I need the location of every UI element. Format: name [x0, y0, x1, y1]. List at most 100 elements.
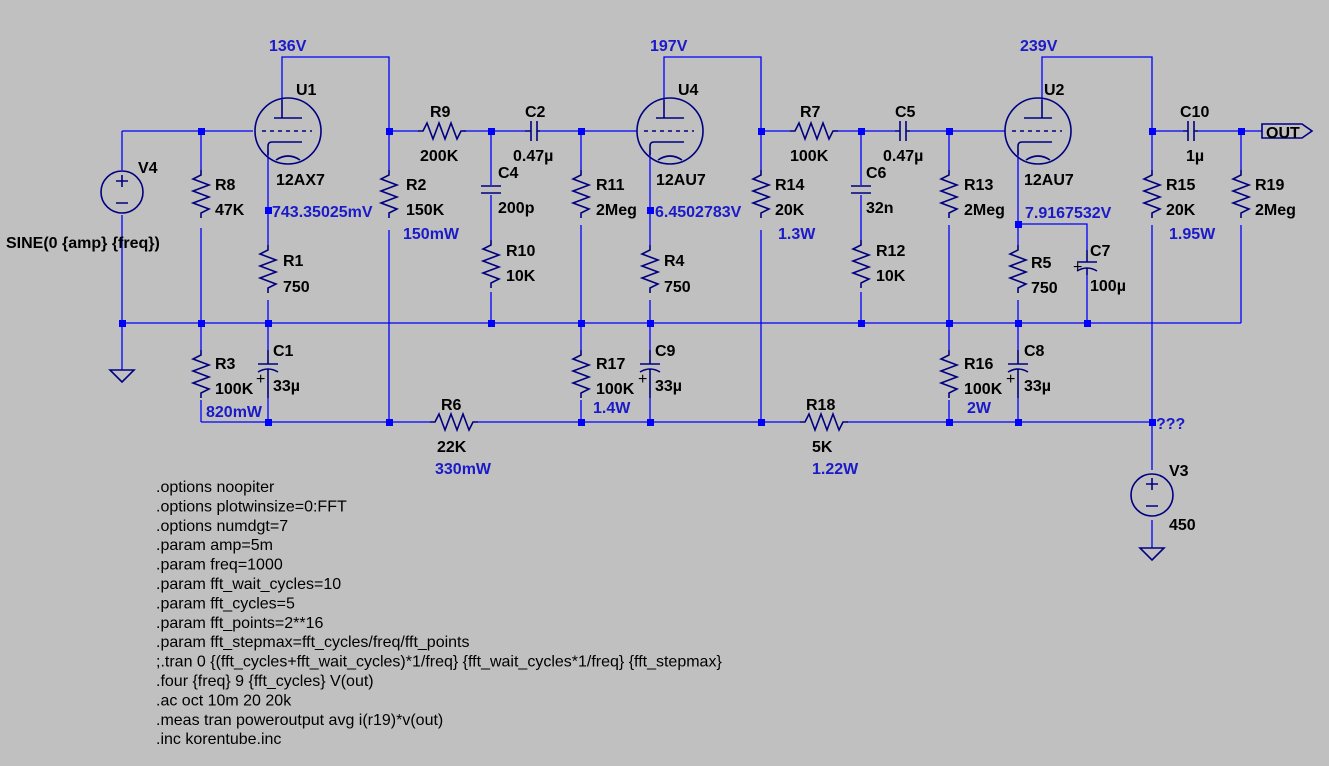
capacitor-c9[interactable]: + C9 33µ — [638, 343, 682, 398]
resistor-r3-ref: R3 — [215, 356, 236, 373]
tube-u1-ref: U1 — [296, 82, 317, 99]
net-label-out[interactable]: OUT — [1261, 123, 1314, 142]
tube-u2-ref: U2 — [1044, 82, 1065, 99]
resistor-r2-value: 150K — [406, 202, 445, 219]
resistor-r12[interactable]: R12 10K — [850, 240, 906, 288]
capacitor-c4-value: 200p — [498, 200, 535, 217]
tube-u1[interactable]: U1 12AX7 — [254, 82, 325, 189]
svg-text:+: + — [1073, 259, 1082, 276]
resistor-r9-ref: R9 — [430, 104, 451, 121]
resistor-r19-ref: R19 — [1255, 177, 1284, 194]
resistor-r14[interactable]: R14 20K — [750, 170, 805, 219]
voltage-source-v3[interactable]: V3 450 — [1130, 463, 1196, 534]
svg-text:+: + — [256, 371, 265, 388]
resistor-r12-ref: R12 — [876, 243, 905, 260]
voltage-source-v3-value: 450 — [1169, 517, 1196, 534]
resistor-r18[interactable]: R18 5K — [800, 397, 848, 456]
spice-directive-line: .options noopiter — [156, 479, 275, 496]
resistor-r14-value: 20K — [775, 202, 805, 219]
resistor-r13[interactable]: R13 2Meg — [938, 170, 1005, 219]
ground-symbol-supply — [1138, 547, 1166, 562]
capacitor-c5-ref: C5 — [895, 104, 916, 121]
resistor-r16[interactable]: R16 100K — [938, 350, 1003, 398]
capacitor-c7[interactable]: + C7 100µ — [1073, 243, 1126, 295]
tube-u4-model: 12AU7 — [656, 172, 706, 189]
resistor-r1[interactable]: R1 750 — [257, 245, 310, 296]
resistor-r5[interactable]: R5 750 — [1007, 245, 1058, 297]
resistor-r11-value: 2Meg — [596, 202, 637, 219]
capacitor-c10-value: 1µ — [1186, 148, 1204, 165]
resistor-r13-ref: R13 — [964, 177, 993, 194]
capacitor-c10-ref: C10 — [1180, 104, 1209, 121]
capacitor-c7-ref: C7 — [1090, 243, 1111, 260]
capacitor-c8[interactable]: + C8 33µ — [1006, 343, 1051, 398]
resistor-r2[interactable]: R2 150K — [378, 170, 445, 219]
capacitor-c1[interactable]: + C1 33µ — [256, 343, 300, 398]
annotation-r16-power: 2W — [967, 400, 992, 417]
capacitor-c6-ref: C6 — [866, 165, 887, 182]
resistor-r8-ref: R8 — [215, 177, 236, 194]
resistor-r17[interactable]: R17 100K — [570, 350, 635, 398]
resistor-r3-value: 100K — [215, 381, 254, 398]
tube-u4[interactable]: U4 12AU7 — [636, 82, 706, 189]
capacitor-c7-value: 100µ — [1090, 278, 1126, 295]
voltage-source-v3-ref: V3 — [1169, 463, 1189, 480]
capacitor-c4[interactable]: C4 200p — [481, 165, 535, 217]
annotation-r2-power: 150mW — [403, 226, 460, 243]
annotation-u2-plate: 239V — [1020, 38, 1058, 55]
spice-directives[interactable]: .options noopiter.options plotwinsize=0:… — [156, 479, 722, 748]
capacitor-c5[interactable]: C5 0.47µ — [883, 104, 923, 165]
resistor-r11[interactable]: R11 2Meg — [570, 170, 637, 219]
resistor-r12-value: 10K — [876, 268, 906, 285]
resistor-r7-value: 100K — [790, 148, 829, 165]
resistor-r9[interactable]: R9 200K — [418, 104, 466, 165]
annotation-u2-cathode: 7.9167532V — [1025, 205, 1112, 222]
annotation-supply-node: ??? — [1156, 416, 1185, 433]
resistor-r3[interactable]: R3 100K — [190, 350, 254, 398]
spice-directive-line: .param freq=1000 — [156, 557, 283, 574]
net-label-out-text: OUT — [1266, 125, 1300, 142]
voltage-source-v4[interactable]: V4 SINE(0 {amp} {freq}) — [6, 160, 160, 252]
spice-directive-line: .options numdgt=7 — [156, 518, 288, 535]
tube-u2-model: 12AU7 — [1024, 172, 1074, 189]
resistor-r1-ref: R1 — [283, 253, 304, 270]
resistor-r16-value: 100K — [964, 381, 1003, 398]
resistor-r10-ref: R10 — [506, 243, 535, 260]
resistor-r8[interactable]: R8 47K — [190, 170, 245, 219]
resistor-r1-value: 750 — [283, 279, 310, 296]
spice-directive-line: ;.tran 0 {(fft_cycles+fft_wait_cycles)*1… — [156, 654, 722, 671]
tube-u4-ref: U4 — [678, 82, 699, 99]
capacitor-c4-ref: C4 — [498, 165, 519, 182]
resistor-r9-value: 200K — [420, 148, 459, 165]
resistor-r16-ref: R16 — [964, 356, 993, 373]
capacitor-c8-value: 33µ — [1024, 378, 1051, 395]
capacitor-c10[interactable]: C10 1µ — [1180, 104, 1209, 165]
resistor-r13-value: 2Meg — [964, 202, 1005, 219]
resistor-r17-ref: R17 — [596, 356, 625, 373]
resistor-r10[interactable]: R10 10K — [480, 240, 536, 288]
tube-u2[interactable]: U2 12AU7 — [1004, 82, 1074, 189]
operating-point-annotations: 136V 197V 239V 743.35025mV 6.4502783V 7.… — [206, 38, 1216, 478]
spice-directive-line: .param fft_wait_cycles=10 — [156, 576, 341, 593]
resistor-r6[interactable]: R6 22K — [430, 397, 478, 456]
capacitor-c2[interactable]: C2 0.47µ — [513, 104, 553, 165]
svg-text:+: + — [638, 371, 647, 388]
resistor-r15[interactable]: R15 20K — [1141, 170, 1196, 219]
capacitor-c6[interactable]: C6 32n — [851, 165, 894, 217]
resistor-r7-ref: R7 — [800, 104, 821, 121]
resistor-r19[interactable]: R19 2Meg — [1230, 170, 1296, 219]
annotation-r14-power: 1.3W — [778, 226, 816, 243]
capacitor-c8-ref: C8 — [1024, 343, 1045, 360]
spice-directive-line: .inc korentube.inc — [156, 731, 281, 748]
annotation-r3-power: 820mW — [206, 404, 263, 421]
resistor-r4-value: 750 — [664, 279, 691, 296]
spice-directive-line: .param fft_stepmax=fft_cycles/freq/fft_p… — [156, 634, 470, 651]
capacitor-c9-ref: C9 — [655, 343, 676, 360]
resistor-r17-value: 100K — [596, 381, 635, 398]
resistor-r6-ref: R6 — [441, 397, 462, 414]
resistor-r6-value: 22K — [437, 439, 467, 456]
resistor-r4[interactable]: R4 750 — [639, 245, 691, 296]
resistor-r7[interactable]: R7 100K — [790, 104, 838, 165]
resistor-r10-value: 10K — [506, 268, 536, 285]
